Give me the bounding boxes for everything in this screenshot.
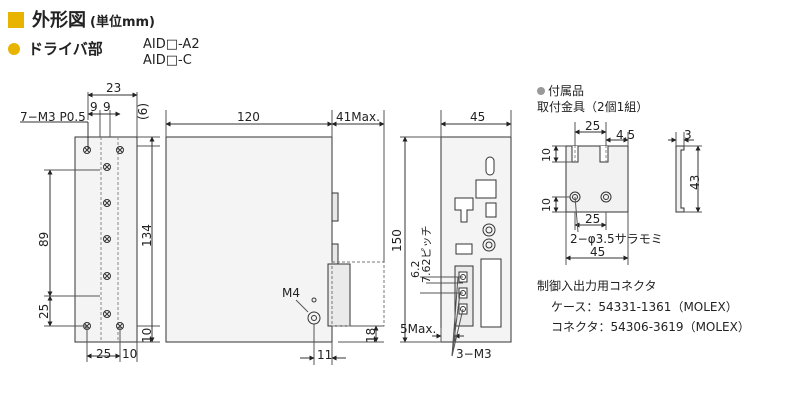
dim-11: 11 bbox=[317, 348, 333, 362]
dim-10-bottom: 10 bbox=[122, 347, 138, 361]
bracket-dim-43: 43 bbox=[688, 174, 702, 190]
connector-case: ケース：54331-1361（MOLEX） bbox=[551, 300, 738, 314]
dim-9b: 9 bbox=[103, 100, 111, 114]
dim-45-rear: 45 bbox=[470, 110, 486, 124]
dim-134: 134 bbox=[140, 224, 154, 247]
side-view bbox=[165, 110, 385, 365]
pitch-label: 7.62ピッチ bbox=[420, 225, 433, 284]
dim-120: 120 bbox=[237, 110, 260, 124]
front-view bbox=[20, 92, 160, 362]
bracket-holes: 2−φ3.5サラモミ bbox=[570, 232, 663, 246]
section-label: ドライバ部 bbox=[28, 40, 103, 58]
yellow-dot-icon bbox=[8, 42, 20, 55]
bracket-dim-4-5: 4.5 bbox=[616, 128, 636, 142]
section-title: ドライバ部 bbox=[8, 38, 103, 59]
bracket-dim-3: 3 bbox=[684, 128, 692, 142]
hole-spec-label: 7−M3 P0.5 bbox=[20, 110, 86, 124]
bracket-dim-25-mid: 25 bbox=[585, 212, 601, 226]
accessory-subtitle: 取付金具（2個1組） bbox=[537, 100, 649, 114]
screws-3-m3: 3−M3 bbox=[456, 347, 492, 361]
dim-25-left: 25 bbox=[37, 303, 51, 319]
accessory-title-text: 付属品 bbox=[548, 84, 585, 98]
dim-150: 150 bbox=[390, 229, 404, 252]
dim-10-right: 10 bbox=[140, 327, 154, 343]
dim-41max: 41Max. bbox=[336, 110, 380, 124]
bracket-dim-10b: 10 bbox=[540, 198, 553, 212]
model-name-1: AID□-A2 bbox=[143, 37, 200, 52]
page-title: 外形図 bbox=[32, 10, 86, 31]
connector-part: コネクタ：54306-3619（MOLEX） bbox=[551, 320, 750, 334]
bracket-drawing bbox=[552, 122, 702, 265]
dim-5max: 5Max. bbox=[400, 322, 437, 336]
unit-label: (単位mm) bbox=[90, 15, 155, 30]
yellow-square-icon bbox=[8, 12, 24, 28]
bracket-dim-10a: 10 bbox=[540, 148, 553, 162]
dim-top-margin: (6) bbox=[136, 103, 150, 120]
screw-m4-label: M4 bbox=[282, 286, 300, 300]
accessory-title: 付属品 bbox=[537, 82, 584, 99]
dim-9a: 9 bbox=[90, 100, 98, 114]
bracket-dim-45: 45 bbox=[590, 245, 606, 259]
model-name-2: AID□-C bbox=[143, 53, 192, 68]
dim-89: 89 bbox=[37, 231, 51, 247]
bracket-dim-25-top: 25 bbox=[585, 119, 601, 133]
dim-25-bottom: 25 bbox=[96, 347, 112, 361]
connector-title: 制御入出力用コネクタ bbox=[537, 279, 657, 293]
gray-dot-icon bbox=[537, 87, 545, 95]
dim-18: 18 bbox=[364, 327, 378, 343]
dim-23: 23 bbox=[106, 81, 122, 95]
header-title: 外形図 (単位mm) bbox=[8, 6, 155, 32]
rear-view bbox=[400, 110, 512, 357]
